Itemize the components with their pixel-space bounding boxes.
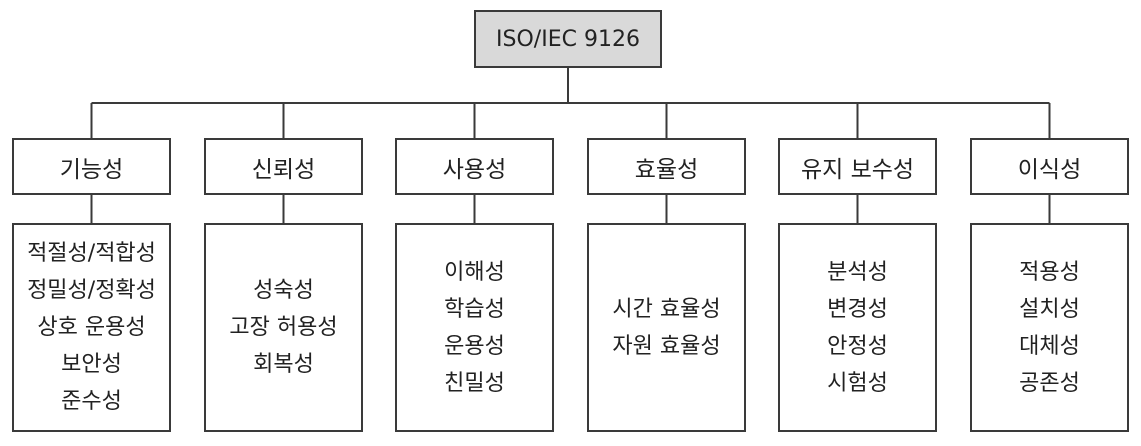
category-label: 사용성 (442, 156, 507, 183)
category-usability: 사용성 (395, 138, 554, 195)
category-maintainability: 유지 보수성 (778, 138, 937, 195)
category-efficiency: 효율성 (587, 138, 746, 195)
category-label: 유지 보수성 (800, 156, 915, 183)
category-functionality: 기능성 (12, 138, 171, 195)
subcharacteristic: 운용성 (444, 333, 505, 359)
subcharacteristic: 공존성 (1019, 370, 1080, 396)
category-label: 효율성 (634, 156, 699, 183)
subcharacteristic: 안정성 (827, 333, 888, 359)
subcharacteristic: 학습성 (444, 296, 505, 322)
category-label: 이식성 (1017, 156, 1082, 183)
subcharacteristic: 성숙성 (253, 278, 314, 303)
category-portability: 이식성 (970, 138, 1129, 195)
subcharacteristic: 고장 허용성 (229, 315, 338, 340)
subcharacteristic: 변경성 (827, 296, 888, 322)
subcharacteristic: 분석성 (827, 259, 888, 285)
subcharacteristics-efficiency: 시간 효율성 자원 효율성 (587, 223, 746, 432)
subcharacteristic: 이해성 (444, 259, 505, 285)
subcharacteristic: 시간 효율성 (612, 296, 721, 322)
category-label: 신뢰성 (251, 156, 316, 183)
root-node: ISO/IEC 9126 (474, 10, 662, 68)
category-label: 기능성 (59, 156, 124, 183)
subcharacteristic: 상호 운용성 (37, 315, 146, 340)
subcharacteristic: 설치성 (1019, 296, 1080, 322)
subcharacteristic: 적용성 (1019, 259, 1080, 285)
category-reliability: 신뢰성 (204, 138, 363, 195)
subcharacteristics-functionality: 적절성/적합성 정밀성/정확성 상호 운용성 보안성 준수성 (12, 223, 171, 432)
subcharacteristic: 준수성 (61, 389, 122, 414)
subcharacteristics-usability: 이해성 학습성 운용성 친밀성 (395, 223, 554, 432)
subcharacteristic: 보안성 (61, 352, 122, 377)
subcharacteristic: 대체성 (1019, 333, 1080, 359)
subcharacteristic: 정밀성/정확성 (27, 278, 156, 303)
subcharacteristic: 친밀성 (444, 370, 505, 396)
subcharacteristics-reliability: 성숙성 고장 허용성 회복성 (204, 223, 363, 432)
root-label: ISO/IEC 9126 (496, 26, 640, 52)
subcharacteristic: 시험성 (827, 370, 888, 396)
subcharacteristic: 자원 효율성 (612, 333, 721, 359)
subcharacteristics-portability: 적용성 설치성 대체성 공존성 (970, 223, 1129, 432)
subcharacteristic: 회복성 (253, 352, 314, 377)
subcharacteristic: 적절성/적합성 (27, 241, 156, 266)
subcharacteristics-maintainability: 분석성 변경성 안정성 시험성 (778, 223, 937, 432)
